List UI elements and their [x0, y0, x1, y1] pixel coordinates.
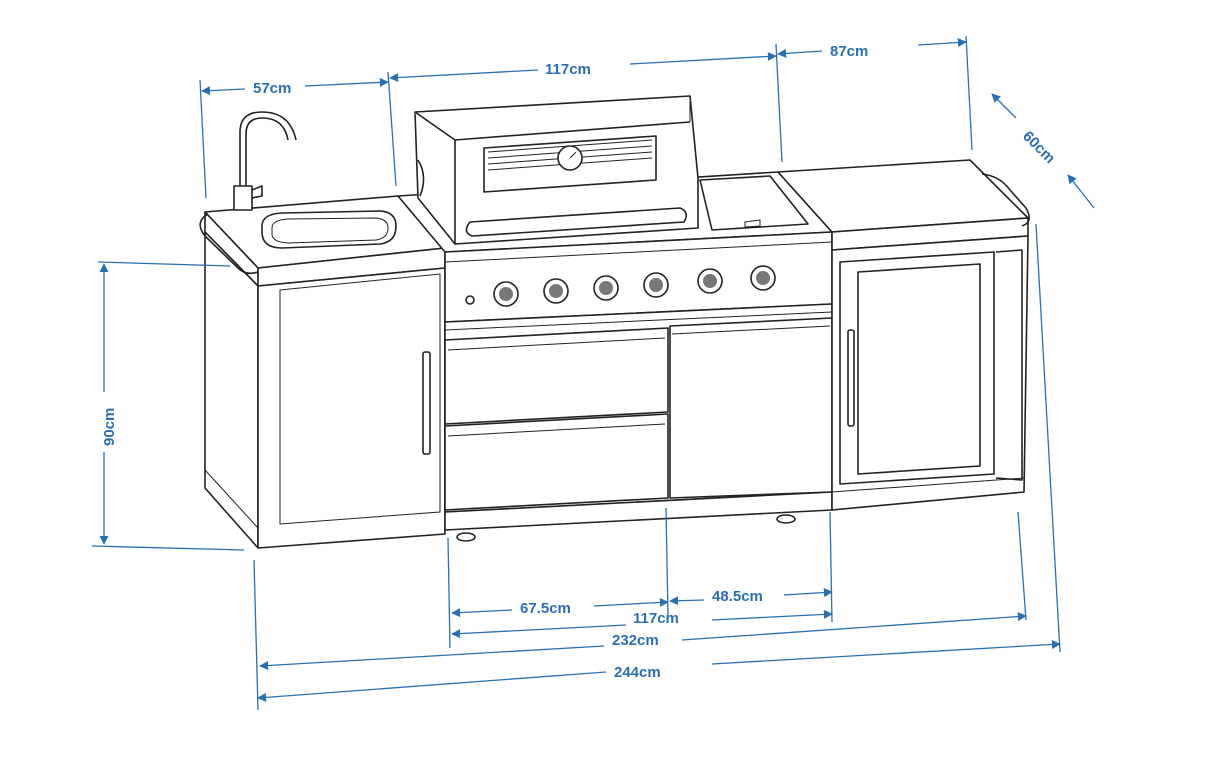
- label-total-width: 244cm: [614, 664, 661, 681]
- dim-total-width: [711, 639, 1061, 665]
- beverage-fridge: [839, 249, 1023, 485]
- sink-module: [199, 111, 446, 549]
- knob-icon: [643, 272, 669, 298]
- fridge-module: [777, 159, 1030, 511]
- knob-icon: [543, 278, 569, 304]
- kitchen-island-drawing: [199, 95, 1030, 549]
- dimension-labels: 57cm 117cm 87cm 60cm 90cm 67.5cm 48.5cm …: [101, 43, 1058, 681]
- label-fridge-top-width: 87cm: [830, 43, 868, 60]
- label-grill-base-width: 117cm: [633, 610, 679, 627]
- sink-basin: [261, 210, 397, 249]
- dim-cabinet-width: [783, 588, 833, 597]
- label-height: 90cm: [101, 408, 118, 446]
- knob-icon: [593, 275, 619, 301]
- label-sink-width: 57cm: [253, 80, 291, 97]
- dim-fridge-top-width: [777, 48, 823, 58]
- extension-line: [829, 511, 833, 623]
- dim-depth: [991, 93, 1017, 119]
- cabinet-handle: [422, 351, 431, 455]
- extension-line: [1017, 511, 1027, 621]
- extension-line: [97, 261, 231, 267]
- extension-line: [1035, 223, 1061, 653]
- dim-drawer-width: [451, 608, 513, 618]
- dim-grill-top-width: [629, 51, 777, 65]
- grill-module: [397, 95, 833, 542]
- dim-depth: [1067, 174, 1095, 209]
- extension-line: [199, 79, 207, 199]
- extension-line: [253, 559, 259, 711]
- dim-grill-base-width: [711, 609, 833, 621]
- knob-icon: [493, 281, 519, 307]
- extension-line: [965, 35, 973, 151]
- extension-line: [387, 71, 397, 187]
- label-cabinet-width: 48.5cm: [712, 588, 763, 605]
- extension-line: [447, 537, 451, 649]
- dim-fridge-top-width: [917, 38, 967, 47]
- dim-grill-base-width: [451, 624, 627, 639]
- grill-hood: [414, 95, 699, 245]
- dim-grill-top-width: [389, 69, 539, 83]
- faucet: [233, 111, 297, 211]
- dimension-lines: [91, 35, 1095, 711]
- dim-drawer-width: [593, 597, 669, 607]
- extension-line: [91, 545, 245, 551]
- extension-line: [665, 507, 669, 617]
- extension-line: [775, 43, 783, 163]
- dim-overall-base-width: [259, 645, 605, 671]
- fridge-handle: [847, 329, 855, 427]
- label-depth: 60cm: [1019, 128, 1058, 167]
- drawers: [444, 327, 669, 511]
- dim-cabinet-width: [669, 596, 705, 606]
- igniter-button: [465, 295, 475, 305]
- dim-sink-width: [201, 86, 246, 96]
- label-drawer-width: 67.5cm: [520, 600, 571, 617]
- label-grill-top-width: 117cm: [545, 61, 591, 78]
- knob-icon: [750, 265, 776, 291]
- label-overall-base-width: 232cm: [612, 632, 659, 649]
- dim-overall-base-width: [681, 612, 1027, 641]
- knob-icon: [697, 268, 723, 294]
- control-knobs: [493, 265, 776, 307]
- dim-total-width: [257, 671, 607, 702]
- dim-sink-width: [304, 77, 389, 87]
